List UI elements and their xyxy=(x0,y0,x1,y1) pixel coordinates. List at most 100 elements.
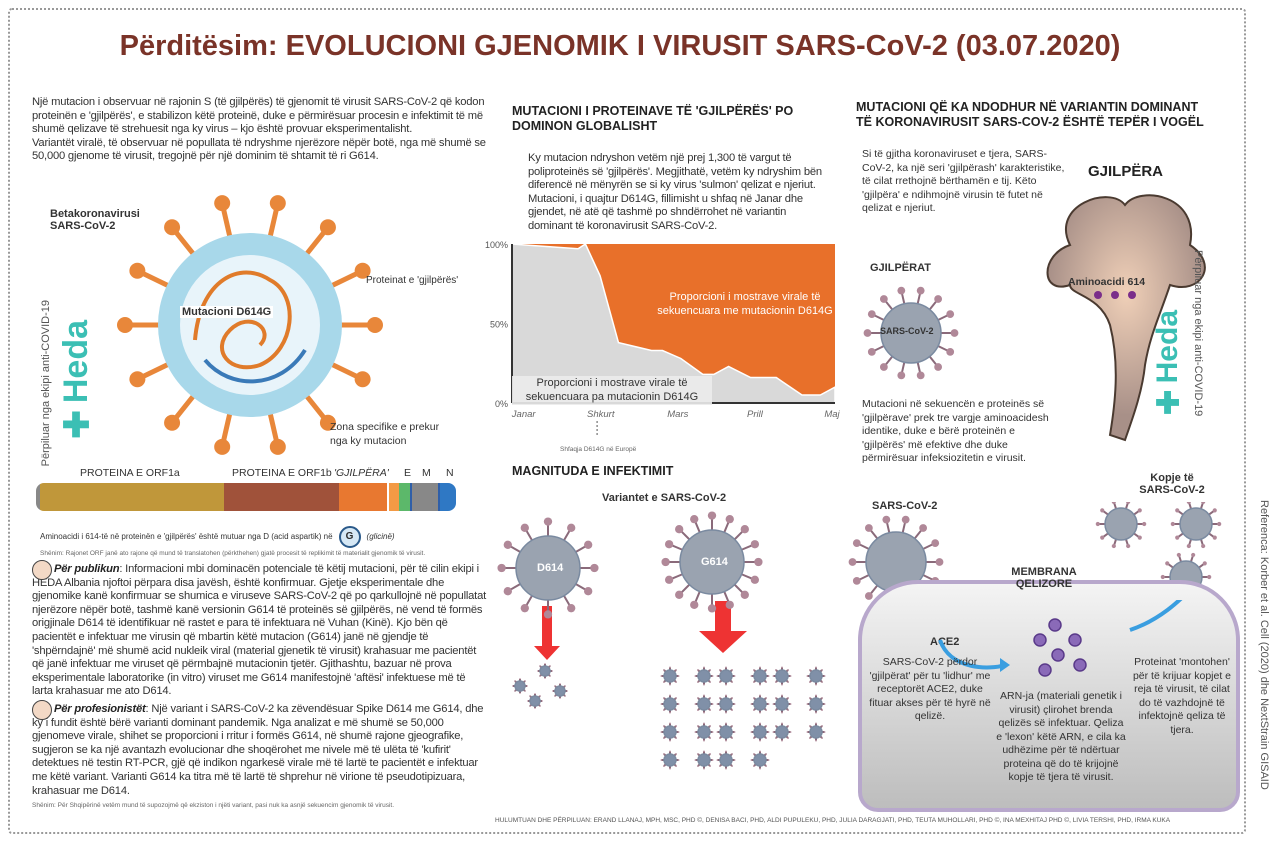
audience-block: Për publikun: Informacioni mbi dominacën… xyxy=(32,560,487,809)
spike-head xyxy=(129,262,146,279)
chart-label-d614g: Proporcioni i mostrave virale të sekuenc… xyxy=(657,291,833,318)
magnitude-illustration xyxy=(497,511,826,770)
virus-body xyxy=(719,725,733,739)
spike-title: GJILPËRA xyxy=(1088,163,1164,180)
spike-head xyxy=(269,195,286,212)
virus-body xyxy=(679,529,745,595)
y-tick-label: 100% xyxy=(485,240,508,250)
virus-body xyxy=(697,669,711,683)
x-tick-label: Shkurt xyxy=(587,409,615,420)
genome-bar xyxy=(36,483,456,511)
g614-label: G614 xyxy=(701,556,728,568)
genome-label-m: M xyxy=(422,467,431,479)
spike-head xyxy=(367,317,383,333)
spike-head xyxy=(269,438,286,455)
step3-text: Proteinat 'montohen' për të krijuar kopj… xyxy=(1132,656,1232,736)
intro-paragraph-2: Variantët viralë, të observuar në popull… xyxy=(32,136,486,163)
genome-orf1b xyxy=(224,483,340,511)
orf-note: Shënim: Rajonet ORF janë ato rajone që m… xyxy=(40,550,426,557)
spike-head xyxy=(214,438,231,455)
public-section: Për publikun: Informacioni mbi dominacën… xyxy=(32,560,487,699)
magnitude-heading: MAGNITUDA E INFEKTIMIT xyxy=(512,464,674,478)
rna-strand xyxy=(193,270,292,370)
cell-membrane xyxy=(858,580,1240,812)
professional-paragraph: Për profesionistët: Një variant i SARS-C… xyxy=(32,702,484,797)
amino-note: Aminoacidi i 614-të në proteinën e 'gjil… xyxy=(40,532,333,541)
reference: Referenca: Korber et al. Cell (2020) dhe… xyxy=(1258,500,1270,790)
virus-body xyxy=(515,535,581,601)
spike-head xyxy=(354,262,371,279)
pro-avatar-icon xyxy=(32,699,52,720)
right-paragraph: Si të gjitha koronaviruset e tjera, SARS… xyxy=(862,148,1065,214)
middle-paragraph: Ky mutacion ndryshon vetëm një prej 1,30… xyxy=(528,152,822,232)
virus-title: Betakoronavirusi SARS-CoV-2 xyxy=(50,208,140,232)
y-tick-label: 50% xyxy=(490,320,508,330)
series-d614-area xyxy=(511,242,836,404)
virus-body xyxy=(719,753,733,767)
public-avatar-icon xyxy=(32,560,52,580)
virus-core xyxy=(180,255,320,395)
virus-body xyxy=(663,725,677,739)
zone-label: Zona specifike e prekur nga ky mutacion xyxy=(330,421,440,448)
variants-label: Variantet e SARS-CoV-2 xyxy=(602,492,727,504)
virus-label-2: SARS-CoV-2 xyxy=(872,500,938,512)
virus-body xyxy=(663,669,677,683)
x-tick-label: Mars xyxy=(667,409,688,420)
authors-credit: HULUMTUAN DHE PËRPILUAN: ERAND LLANAJ, M… xyxy=(495,817,1171,824)
step2-text: ARN-ja (materiali genetik i virusit) çli… xyxy=(996,690,1126,783)
spike-head xyxy=(129,371,146,388)
virus-body xyxy=(529,695,541,707)
process-arrows xyxy=(938,600,1183,677)
sars-cov-2-icon xyxy=(863,286,959,380)
genome-e xyxy=(398,483,411,511)
virus-body xyxy=(753,725,767,739)
genome-label-e: E xyxy=(404,467,412,479)
virus-body xyxy=(775,697,789,711)
spike-head xyxy=(354,371,371,388)
amino-614-label: Aminoacidi 614 xyxy=(1068,276,1146,288)
spike-head xyxy=(164,414,181,431)
mutation-paragraph: Mutacioni në sekuencën e proteinës së 'g… xyxy=(862,398,1049,464)
virus-label: SARS-CoV-2 xyxy=(880,326,934,336)
step1-text: SARS-CoV-2 përdor 'gjilpërat' për tu 'li… xyxy=(869,656,991,722)
credit-vertical: Përpiluar nga ekipi anti-COVID-19 xyxy=(40,300,52,467)
spike-head xyxy=(164,219,181,236)
x-tick-label: Maj xyxy=(824,409,840,420)
virus-body xyxy=(809,697,823,711)
virus-body xyxy=(809,725,823,739)
spike-head xyxy=(319,219,336,236)
virus-illustration xyxy=(117,195,383,455)
genome-label-n: N xyxy=(446,467,454,479)
right-heading: MUTACIONI QË KA NDODHUR NË VARIANTIN DOM… xyxy=(856,100,1204,129)
europe-note: Shfaqja D614G në Europë xyxy=(560,446,637,453)
middle-heading: MUTACIONI I PROTEINAVE TË 'GJILPËRËS' PO… xyxy=(512,104,794,133)
genome-label-orf1a: PROTEINA E ORF1a xyxy=(80,467,180,479)
poster-border xyxy=(8,8,1246,834)
public-paragraph: Për publikun: Informacioni mbi dominacën… xyxy=(32,563,486,698)
d614-label: D614 xyxy=(537,562,564,574)
y-tick-label: 0% xyxy=(495,399,508,409)
genome-label-spike: 'GJILPËRA' xyxy=(334,467,389,479)
virus-body xyxy=(697,725,711,739)
amino-note-row: Aminoacidi i 614-të në proteinën e 'gjil… xyxy=(40,526,395,548)
spike-protein-illustration xyxy=(1046,194,1206,442)
ace2-label: ACE2 xyxy=(930,636,960,648)
spikes-title: GJILPËRAT xyxy=(870,262,931,274)
intro-block: Një mutacion i observuar në rajonin S (t… xyxy=(32,96,487,164)
genome-n xyxy=(440,483,456,511)
pro-section: Për profesionistët: Një variant i SARS-C… xyxy=(32,699,487,798)
virus-body xyxy=(697,753,711,767)
virus-body xyxy=(775,725,789,739)
heda-logo-right: ✚Heda xyxy=(1151,310,1184,419)
virus-body xyxy=(719,669,733,683)
virus-body xyxy=(775,669,789,683)
chart-label-d614: Proporcioni i mostrave virale të sekuenc… xyxy=(512,376,712,405)
genome-m xyxy=(410,483,441,511)
virus-body xyxy=(1104,507,1138,541)
credit-vertical-right: Përpiluar nga ekipi anti-COVID-19 xyxy=(1192,250,1204,417)
spike-label: Proteinat e 'gjilpërës' xyxy=(366,275,459,286)
virus-body xyxy=(697,697,711,711)
virus-body xyxy=(663,697,677,711)
x-tick-label: Prill xyxy=(747,409,764,420)
copies-label: Kopje të SARS-CoV-2 xyxy=(1139,472,1205,496)
